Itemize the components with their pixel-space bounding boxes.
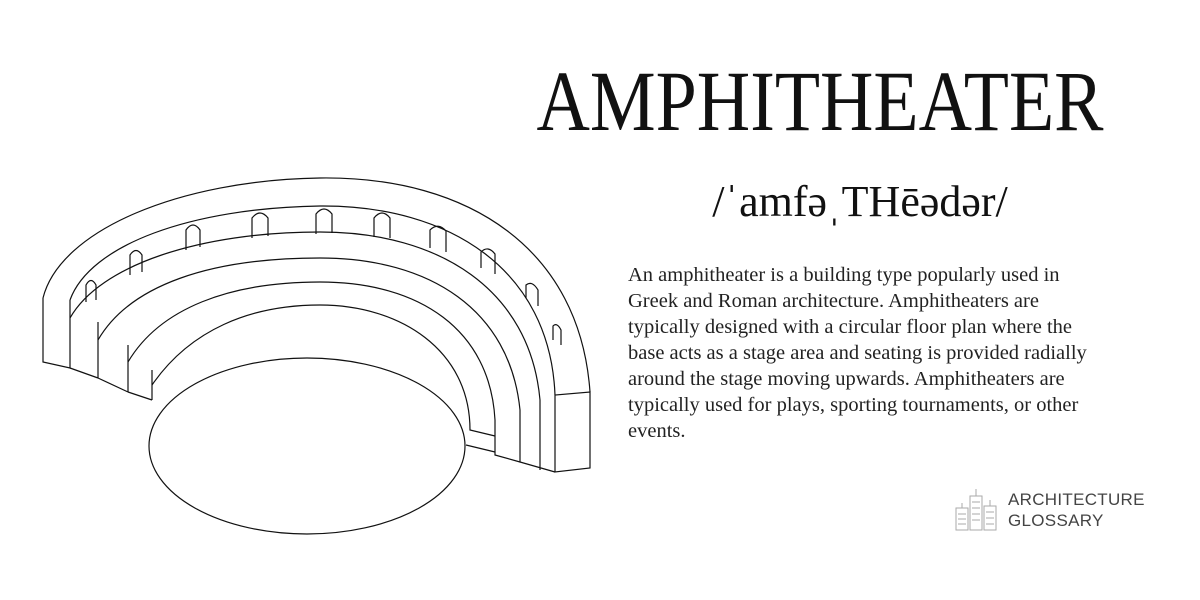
arch-windows <box>85 208 562 345</box>
tier-2 <box>97 257 521 411</box>
outer-wall-right-face <box>554 391 591 473</box>
tier-2-face <box>97 345 556 473</box>
outer-wall-top-edge <box>42 177 591 393</box>
architecture-glossary-logo: ARCHITECTURE GLOSSARY <box>952 488 1145 532</box>
outer-wall-left-face <box>42 298 71 369</box>
logo-line-1: ARCHITECTURE <box>1008 490 1145 509</box>
tier-1 <box>69 231 541 401</box>
outer-wall-inner-edge <box>69 205 556 396</box>
pronunciation: /ˈamfəˌTHēədər/ <box>712 177 1008 226</box>
tier-1-face <box>69 322 99 379</box>
tier-3 <box>127 281 496 421</box>
tier-4-face <box>465 444 496 453</box>
buildings-icon <box>955 489 997 531</box>
arena-floor <box>148 357 466 535</box>
definition-text: An amphitheater is a building type popul… <box>628 264 1087 442</box>
amphitheater-illustration <box>42 177 591 535</box>
tier-4 <box>151 304 496 437</box>
page-title: AMPHITHEATER <box>536 53 1104 149</box>
logo-line-2: GLOSSARY <box>1008 511 1104 530</box>
